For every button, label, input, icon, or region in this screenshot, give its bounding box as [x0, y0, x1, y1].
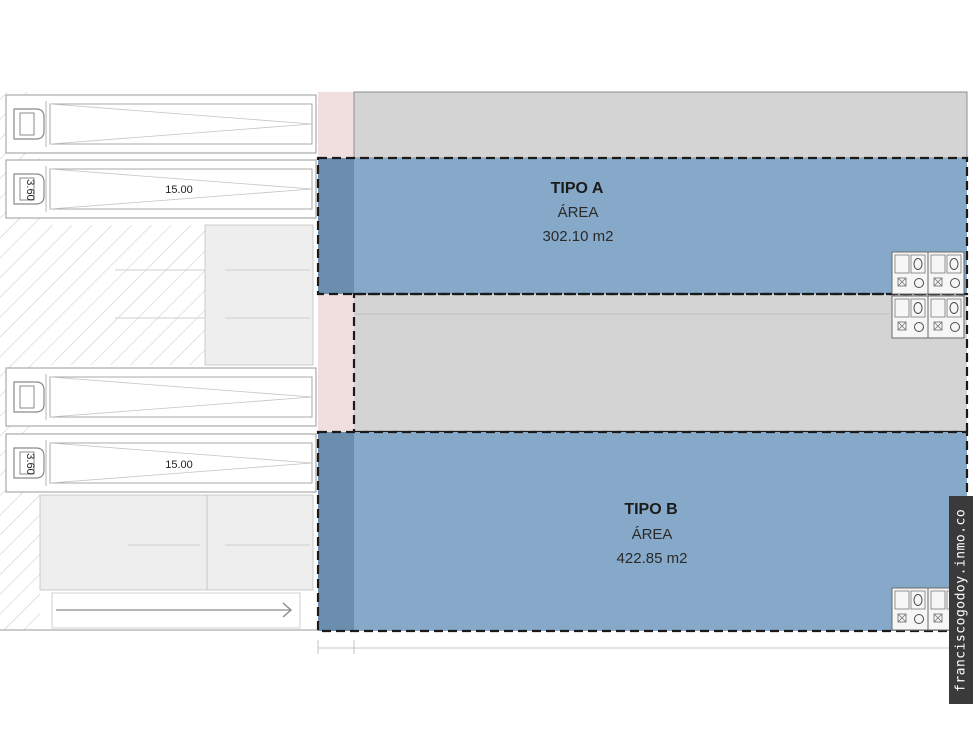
unit-area-value: 422.85 m2 — [617, 550, 688, 567]
truck-topview-icon — [5, 159, 317, 219]
unit-area-value: 302.10 m2 — [543, 228, 614, 245]
truck-length-dimension: 15.00 — [165, 459, 193, 471]
unit-loading-edge — [318, 432, 354, 631]
arrow-right-icon — [56, 602, 293, 618]
unit-area-label: ÁREA — [558, 204, 599, 221]
unit-tipo-a: TIPO A ÁREA 302.10 m2 — [316, 156, 969, 296]
separator-strip — [318, 92, 354, 432]
unit-title: TIPO A — [551, 180, 604, 197]
toilet-icon — [927, 295, 965, 339]
dimension-labels: 15.00 3.60 15.00 3.60 — [24, 179, 193, 474]
bottom-dimension-line — [317, 640, 967, 654]
toilet-icon — [891, 295, 929, 339]
truck-length-dimension: 15.00 — [165, 184, 193, 196]
toilet-icon — [891, 587, 929, 631]
unit-area-label: ÁREA — [632, 526, 673, 543]
unit-loading-edge — [318, 158, 354, 294]
unit-tipo-b: TIPO B ÁREA 422.85 m2 — [316, 430, 969, 633]
common-area — [353, 91, 968, 432]
toilet-icon — [891, 251, 929, 295]
truck-width-dimension: 3.60 — [24, 453, 36, 474]
truck-topview-icon — [5, 433, 317, 493]
truck-width-dimension: 3.60 — [24, 179, 36, 200]
truck-topview-icon — [5, 367, 317, 427]
toilet-icon — [927, 251, 965, 295]
watermark: franciscogodoy.inmo.co — [949, 496, 973, 704]
unit-title: TIPO B — [624, 501, 677, 518]
truck-topview-icon — [5, 94, 317, 154]
